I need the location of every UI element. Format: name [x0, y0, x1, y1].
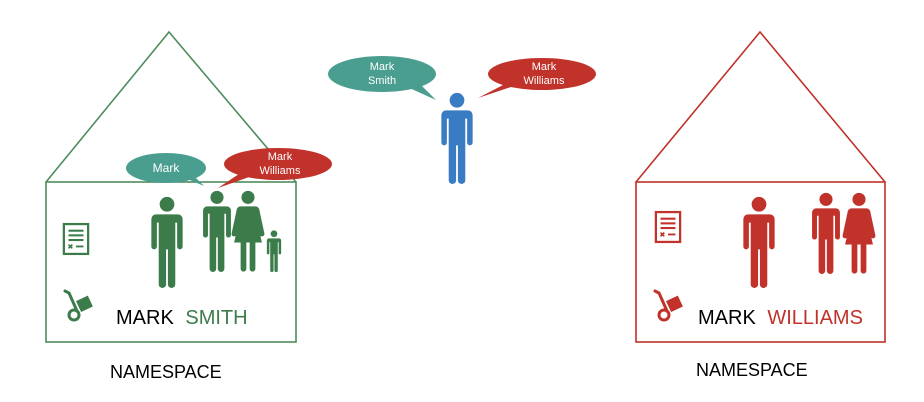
house-smith-bubble-right-line1: Mark	[268, 151, 293, 163]
person-unknown-mark-icon	[441, 92, 473, 184]
person-woman-icon	[231, 190, 265, 272]
house-smith-bubble-left: Mark	[126, 153, 206, 186]
house-williams-namespace-label: NAMESPACE	[696, 360, 808, 380]
center-bubble-left: Mark Smith	[328, 56, 436, 100]
house-smith-roof	[45, 30, 297, 183]
center-bubble-right-line1: Mark	[532, 61, 557, 73]
house-smith-namespace-label: NAMESPACE	[110, 362, 222, 382]
house-smith-bubble-left-text: Mark	[153, 161, 181, 175]
person-man-icon	[203, 190, 231, 272]
center-bubble-right-line2: Williams	[524, 75, 565, 87]
center-bubble-right: Mark Williams	[478, 58, 596, 98]
house-smith-bubble-right: Mark Williams	[218, 148, 332, 188]
person-mark-smith-icon	[151, 196, 183, 288]
house-williams-roof	[635, 30, 886, 183]
house-williams-walls	[635, 181, 886, 343]
hand-truck-icon	[63, 289, 95, 322]
hand-truck-icon	[653, 289, 685, 322]
house-smith-last-name: SMITH	[185, 307, 247, 329]
person-child-icon	[266, 230, 282, 272]
document-icon	[654, 210, 682, 244]
house-williams: MARK WILLIAMS NAMESPACE	[635, 30, 886, 380]
center-bubble-left-line2: Smith	[368, 75, 396, 87]
house-smith: MARK SMITH NAMESPACE Mark Mark Williams	[45, 30, 332, 382]
house-smith-name: MARK SMITH	[116, 307, 248, 329]
document-icon	[62, 222, 90, 256]
center-person-group: Mark Smith Mark Williams	[328, 56, 596, 184]
person-woman-icon	[842, 192, 876, 274]
house-williams-last-name: WILLIAMS	[767, 307, 863, 329]
house-smith-first-name: MARK	[116, 307, 174, 329]
person-mark-williams-icon	[743, 196, 775, 288]
house-smith-bubble-right-line2: Williams	[260, 165, 301, 177]
house-williams-name: MARK WILLIAMS	[698, 307, 863, 329]
center-bubble-left-line1: Mark	[370, 61, 395, 73]
person-man-icon	[812, 192, 840, 274]
house-williams-first-name: MARK	[698, 307, 756, 329]
